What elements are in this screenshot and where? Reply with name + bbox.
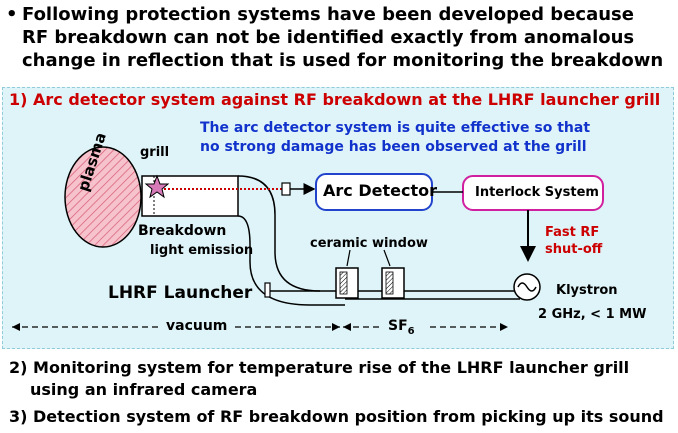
interlock-box [462, 175, 604, 211]
sf6-label: SF6 [388, 318, 415, 337]
intro-line-2: RF breakdown can not be identified exact… [22, 27, 635, 48]
intro-line-1: Following protection systems have been d… [22, 4, 634, 25]
light-emission-label: light emission [150, 243, 254, 258]
bullet-icon: • [6, 4, 18, 25]
waveguide-lower [237, 215, 345, 306]
interlock-label: Interlock System [475, 185, 599, 200]
ceramic-window-label: ceramic window [310, 236, 428, 251]
lhrf-launcher-label: LHRF Launcher [108, 283, 253, 303]
section2-line-2: using an infrared camera [30, 380, 258, 399]
section3-line-1: 3) Detection system of RF breakdown posi… [9, 407, 664, 426]
breakdown-label: Breakdown [138, 223, 227, 239]
section2-line-1: 2) Monitoring system for temperature ris… [9, 358, 630, 377]
arc-detector-label: Arc Detector [323, 181, 437, 200]
intro-line-3: change in reflection that is used for mo… [22, 50, 664, 71]
klystron-spec-label: 2 GHz, < 1 MW [538, 307, 647, 322]
sf6-subscript: 6 [407, 325, 415, 337]
fast-rf-label: Fast RF [545, 225, 600, 240]
breakdown-star-icon [144, 174, 170, 199]
note-line-2: no strong damage has been observed at th… [200, 139, 587, 155]
vacuum-label: vacuum [166, 318, 228, 334]
section1-title: 1) Arc detector system against RF breakd… [9, 90, 661, 109]
waveguide-upper [237, 175, 520, 292]
plasma-shape [64, 146, 142, 248]
klystron-label: Klystron [556, 283, 618, 298]
shut-off-label: shut-off [545, 242, 603, 257]
grill-label: grill [140, 145, 170, 160]
note-line-1: The arc detector system is quite effecti… [200, 120, 591, 136]
